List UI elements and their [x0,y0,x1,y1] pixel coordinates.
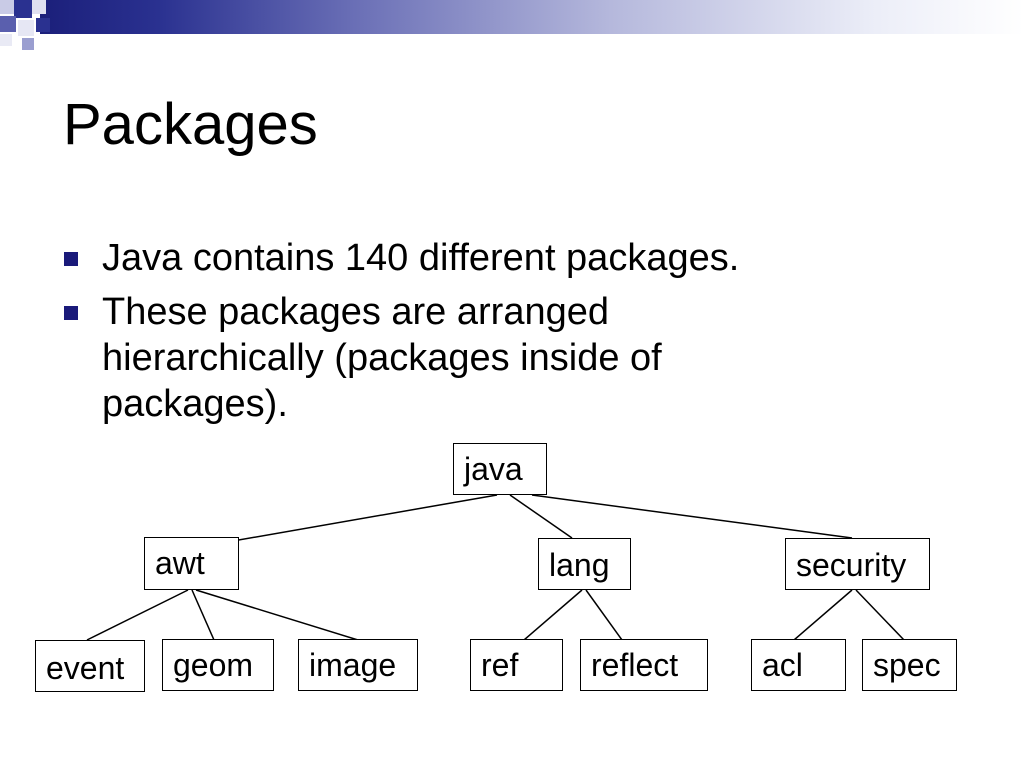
connector-security-spec [855,589,905,641]
package-node-awt: awt [144,537,239,590]
square-bullet-icon [64,306,78,320]
package-label: awt [155,545,205,581]
decor-square [0,0,14,14]
package-node-security: security [785,538,930,590]
decor-square [36,18,50,32]
package-node-reflect: reflect [580,639,708,691]
connector-awt-image [195,589,359,641]
header-gradient-bar [40,0,1024,34]
connector-java-lang [509,494,573,539]
connector-java-awt [209,494,498,546]
connector-lang-ref [523,589,583,641]
decor-square [32,0,46,14]
header-decoration [0,0,1024,50]
package-node-spec: spec [862,639,957,691]
package-label: ref [481,647,519,683]
package-node-event: event [35,640,145,692]
package-label: spec [873,647,941,683]
decor-square [22,38,34,50]
connector-lang-reflect [585,589,623,641]
decor-square [0,34,12,46]
bullet-list: Java contains 140 different packages. Th… [62,235,962,435]
package-label: lang [549,547,610,583]
package-label: acl [762,647,803,683]
package-node-lang: lang [538,538,631,590]
decor-square [0,16,16,32]
package-node-java: java [453,443,547,495]
package-label: java [464,451,523,487]
connector-java-security [531,494,853,539]
package-node-ref: ref [470,639,563,691]
square-bullet-icon [64,252,78,266]
bullet-text: Java contains 140 different packages. [102,237,740,279]
package-node-acl: acl [751,639,846,691]
package-label: security [796,547,907,583]
decor-square [14,0,32,18]
package-label: image [309,647,397,683]
bullet-text: These packages are arranged hierarchical… [102,291,662,425]
connector-security-acl [793,589,853,641]
page-title: Packages [63,92,318,157]
connector-awt-event [86,589,189,641]
bullet-item: Java contains 140 different packages. [62,235,962,281]
package-label: event [46,650,125,686]
package-label: reflect [591,647,679,683]
decor-square [18,20,34,36]
package-node-image: image [298,639,418,691]
package-node-geom: geom [162,639,274,691]
connector-awt-geom [191,589,215,641]
package-label: geom [173,647,254,683]
bullet-item: These packages are arranged hierarchical… [62,289,962,427]
